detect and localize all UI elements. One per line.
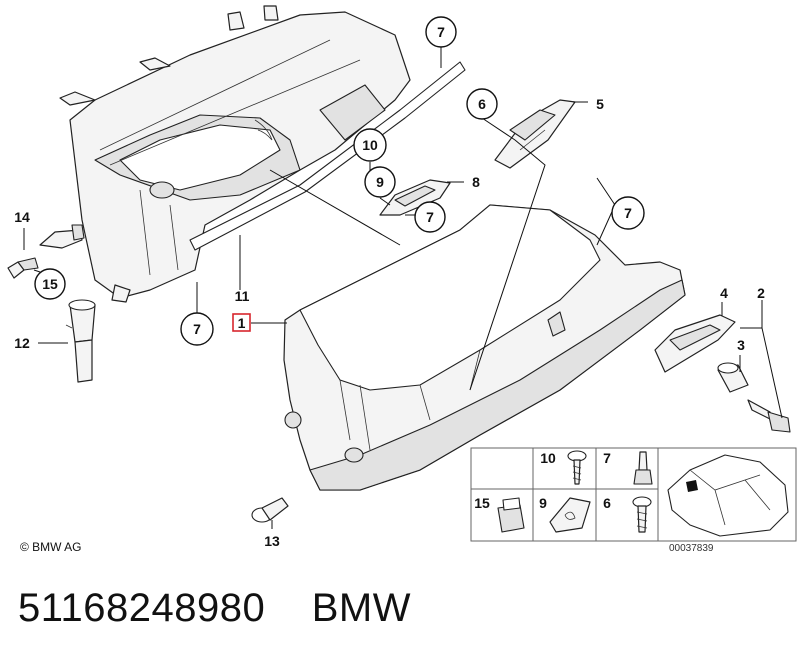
svg-text:10: 10 bbox=[362, 137, 378, 153]
legend-plug-7: 7 bbox=[603, 450, 653, 485]
brand-name: BMW bbox=[311, 586, 411, 630]
svg-text:3: 3 bbox=[737, 337, 745, 353]
callout-5: 5 bbox=[596, 96, 604, 112]
callout-10: 10 bbox=[353, 128, 387, 162]
svg-text:14: 14 bbox=[14, 209, 30, 225]
callout-11: 11 bbox=[235, 288, 250, 304]
svg-text:7: 7 bbox=[193, 321, 201, 337]
lock-cylinder bbox=[717, 362, 749, 393]
lock-assembly bbox=[654, 314, 736, 373]
trim-strip bbox=[189, 61, 466, 251]
svg-text:7: 7 bbox=[426, 209, 434, 225]
catch bbox=[379, 179, 451, 216]
svg-text:6: 6 bbox=[603, 495, 611, 511]
svg-text:7: 7 bbox=[603, 450, 611, 466]
callout-13: 13 bbox=[264, 533, 280, 549]
svg-text:9: 9 bbox=[376, 174, 384, 190]
svg-text:9: 9 bbox=[539, 495, 547, 511]
callout-3: 3 bbox=[737, 337, 745, 353]
svg-text:15: 15 bbox=[42, 276, 58, 292]
callout-15: 15 bbox=[34, 268, 66, 300]
legend-screw-6: 6 bbox=[603, 495, 652, 533]
svg-text:7: 7 bbox=[624, 205, 632, 221]
legend-clip-15: 15 bbox=[474, 495, 525, 533]
svg-text:12: 12 bbox=[14, 335, 30, 351]
legend-screw-10: 10 bbox=[540, 450, 587, 485]
legend-speednut-9: 9 bbox=[539, 495, 591, 533]
glovebox-housing bbox=[59, 5, 411, 303]
diagram-reference: 00037839 bbox=[669, 543, 714, 554]
callout-7-latch: 7 bbox=[414, 201, 446, 233]
bracket bbox=[39, 224, 85, 249]
svg-text:7: 7 bbox=[437, 24, 445, 40]
push-clip bbox=[7, 257, 39, 279]
callout-14: 14 bbox=[14, 209, 30, 225]
callout-12: 12 bbox=[14, 335, 30, 351]
leader-lines bbox=[23, 47, 783, 529]
part-number-caption: 51168248980 BMW bbox=[18, 586, 411, 631]
callout-6: 6 bbox=[466, 88, 498, 120]
callout-4: 4 bbox=[720, 285, 728, 301]
svg-text:2: 2 bbox=[757, 285, 765, 301]
callout-2: 2 bbox=[757, 285, 765, 301]
svg-text:4: 4 bbox=[720, 285, 728, 301]
callout-8: 8 bbox=[472, 174, 480, 190]
svg-text:5: 5 bbox=[596, 96, 604, 112]
rivet bbox=[251, 497, 289, 523]
callout-7-top: 7 bbox=[425, 16, 457, 48]
hardware-legend: 10 7 15 9 6 bbox=[470, 447, 797, 542]
callouts: 7 6 5 10 9 8 7 7 11 bbox=[14, 16, 765, 549]
svg-text:15: 15 bbox=[474, 495, 490, 511]
upper-latch bbox=[494, 99, 576, 169]
hinge-pin bbox=[65, 299, 96, 383]
svg-text:8: 8 bbox=[472, 174, 480, 190]
svg-text:6: 6 bbox=[478, 96, 486, 112]
svg-text:13: 13 bbox=[264, 533, 280, 549]
callout-9: 9 bbox=[364, 166, 396, 198]
svg-text:10: 10 bbox=[540, 450, 556, 466]
car-location-icon bbox=[667, 454, 789, 537]
callout-7-right: 7 bbox=[611, 196, 645, 230]
copyright-notice: © BMW AG bbox=[20, 540, 82, 554]
callout-1: 1 bbox=[232, 313, 251, 332]
key bbox=[747, 399, 791, 433]
svg-text:11: 11 bbox=[235, 288, 250, 304]
part-number: 51168248980 bbox=[18, 586, 266, 630]
svg-text:1: 1 bbox=[238, 315, 246, 331]
callout-7-left: 7 bbox=[180, 312, 214, 346]
